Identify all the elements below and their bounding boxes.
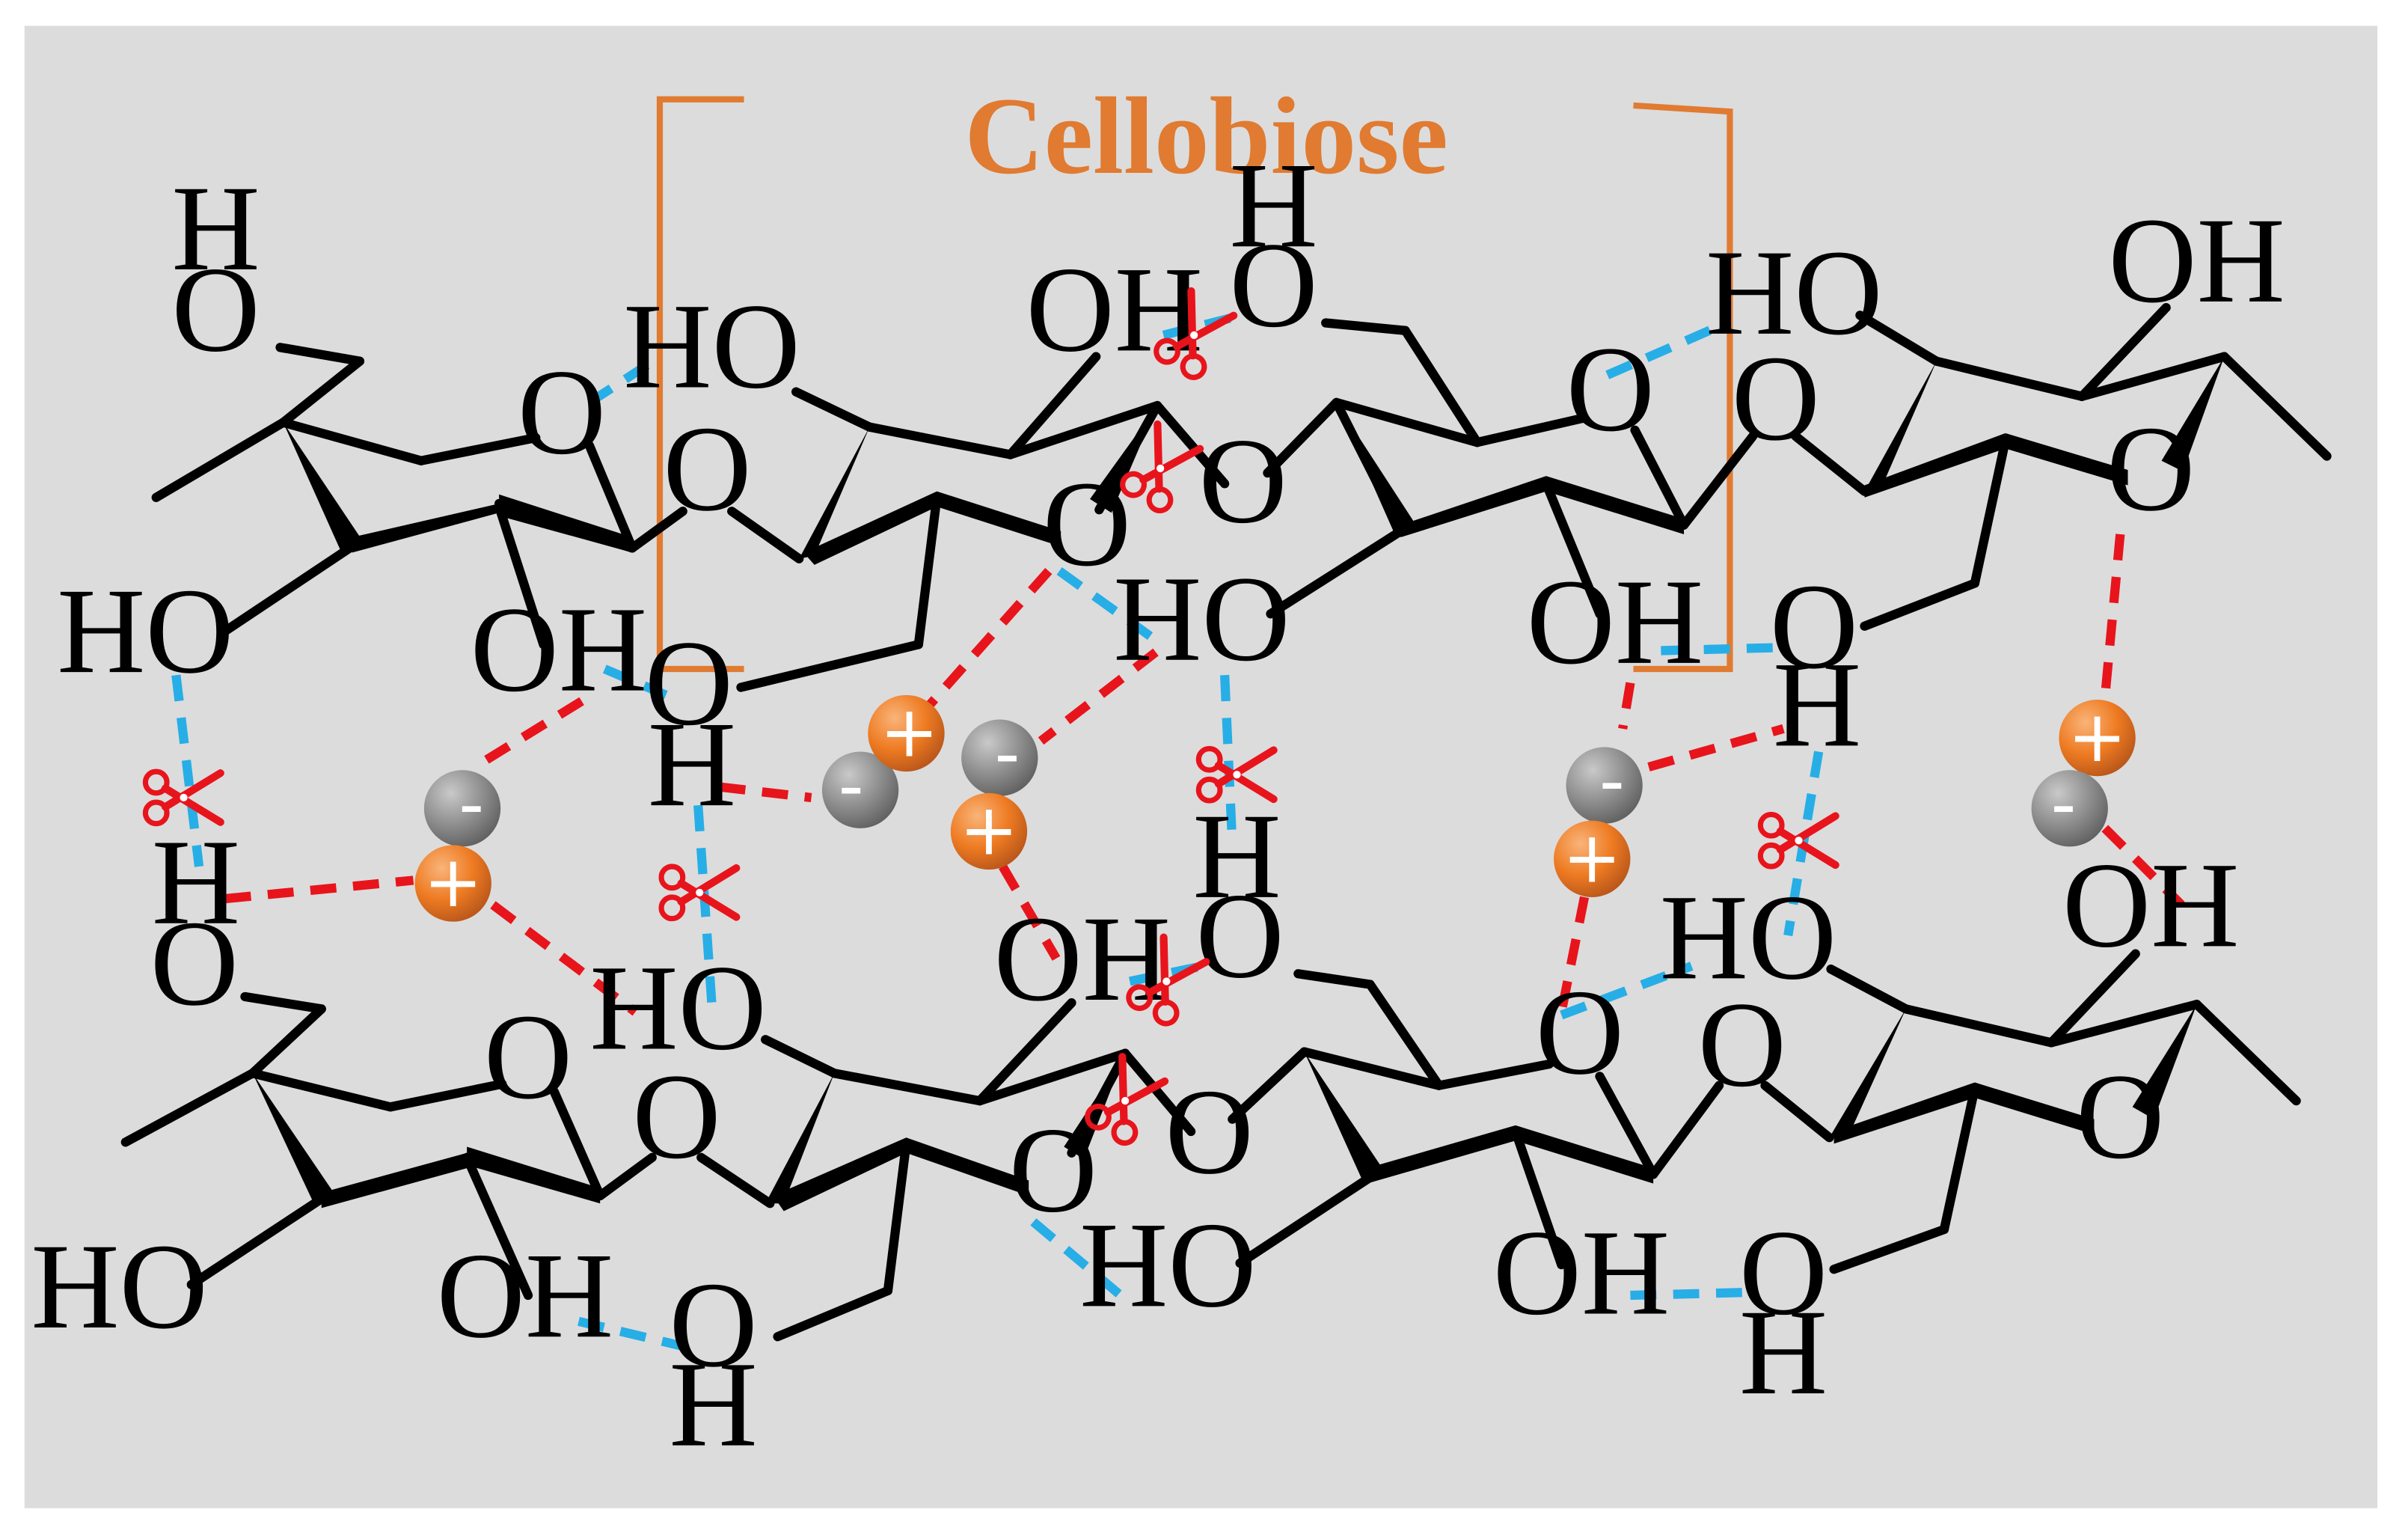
anion-sphere bbox=[961, 719, 1038, 796]
ion-pair: + - bbox=[2031, 697, 2136, 847]
ion-pair: - + bbox=[821, 692, 945, 828]
atom-h: H bbox=[670, 1337, 758, 1473]
atom-ho: HO bbox=[57, 563, 233, 699]
atom-o: O bbox=[1739, 1205, 1828, 1341]
cation-charge: + bbox=[1563, 817, 1622, 899]
cation-sphere bbox=[1554, 820, 1631, 897]
anion-charge: - bbox=[1599, 741, 1625, 822]
ring-oxygen: O bbox=[518, 344, 606, 480]
atom-oh: OH bbox=[471, 582, 647, 718]
cation-sphere bbox=[414, 845, 491, 922]
atom-labels: H O O HO O HO OH O OH H O O O HO O HO O … bbox=[31, 138, 2285, 1472]
atom-o: O bbox=[150, 896, 239, 1031]
atom-h: H bbox=[171, 161, 260, 296]
cellobiose-title: Cellobiose bbox=[964, 75, 1448, 197]
atom-ho: HO bbox=[1113, 551, 1290, 687]
glycosidic-oxygen: O bbox=[663, 401, 751, 537]
atom-h: H bbox=[152, 815, 240, 950]
atom-h: H bbox=[1229, 138, 1317, 273]
cellobiose-bracket-left bbox=[656, 96, 744, 673]
ion-pair: - + bbox=[414, 764, 501, 923]
atom-oh: OH bbox=[1527, 554, 1703, 690]
cation-sphere bbox=[2059, 699, 2136, 777]
atom-o: O bbox=[1195, 868, 1284, 1003]
cation-charge: + bbox=[423, 842, 482, 923]
atom-o: O bbox=[645, 616, 733, 751]
ion-pairs: - + - + - + - + + - bbox=[414, 692, 2136, 923]
cation-sphere bbox=[950, 792, 1028, 870]
atom-ho: HO bbox=[1660, 870, 1836, 1005]
atom-o: O bbox=[171, 242, 260, 377]
glycosidic-oxygen: O bbox=[1698, 977, 1786, 1113]
atom-ho: HO bbox=[1079, 1197, 1256, 1333]
ion-pair: - + bbox=[1554, 741, 1643, 899]
ring-oxygen: O bbox=[1009, 1102, 1097, 1238]
ring-oxygen: O bbox=[1536, 965, 1624, 1100]
anion-sphere bbox=[821, 751, 899, 828]
atom-ho: HO bbox=[623, 278, 800, 414]
ring-oxygen: O bbox=[2076, 1049, 2164, 1185]
cation-sphere bbox=[868, 694, 945, 772]
atom-oh: OH bbox=[2062, 837, 2239, 973]
top-chain-bonds bbox=[151, 302, 2332, 692]
atom-oh: OH bbox=[2108, 193, 2285, 329]
atom-oh: OH bbox=[437, 1228, 613, 1363]
anion-sphere bbox=[2031, 770, 2108, 847]
glycosidic-oxygen: O bbox=[1732, 331, 1820, 466]
glycosidic-oxygen: O bbox=[632, 1049, 720, 1185]
glycosidic-oxygen: O bbox=[1199, 414, 1287, 549]
bottom-chain-bonds bbox=[120, 949, 2301, 1342]
atom-oh: OH bbox=[994, 891, 1171, 1027]
anion-charge: - bbox=[995, 713, 1020, 795]
ring-oxygen: O bbox=[2107, 401, 2195, 537]
anion-charge: - bbox=[2051, 764, 2077, 846]
cation-charge: + bbox=[880, 692, 939, 774]
atom-h: H bbox=[1739, 1285, 1828, 1420]
atom-oh: OH bbox=[1493, 1205, 1670, 1341]
cation-charge: + bbox=[2068, 697, 2127, 778]
atom-h: H bbox=[1773, 637, 1861, 772]
atom-ho: HO bbox=[589, 941, 766, 1076]
glycosidic-oxygen: O bbox=[1165, 1064, 1254, 1200]
atom-o: O bbox=[670, 1257, 758, 1393]
ion-pair: - + bbox=[950, 713, 1038, 872]
anion-sphere bbox=[423, 770, 501, 847]
atom-oh: OH bbox=[1026, 242, 1203, 377]
ring-oxygen: O bbox=[1043, 456, 1131, 592]
atom-h: H bbox=[648, 697, 736, 832]
cation-charge: + bbox=[960, 790, 1019, 872]
atom-h: H bbox=[1192, 789, 1281, 924]
hydrogen-bonds bbox=[171, 309, 1824, 1351]
ring-oxygen: O bbox=[1566, 322, 1655, 457]
anion-sphere bbox=[1566, 747, 1643, 824]
atom-o: O bbox=[1229, 218, 1317, 353]
atom-o: O bbox=[1770, 559, 1858, 694]
atom-ho: HO bbox=[31, 1219, 207, 1354]
ionic-interactions bbox=[224, 534, 2185, 1016]
atom-ho: HO bbox=[1706, 225, 1882, 361]
ring-oxygen: O bbox=[484, 989, 572, 1125]
anion-charge: - bbox=[459, 764, 484, 846]
cellobiose-bracket-right bbox=[1633, 102, 1733, 673]
anion-charge: - bbox=[839, 745, 864, 827]
